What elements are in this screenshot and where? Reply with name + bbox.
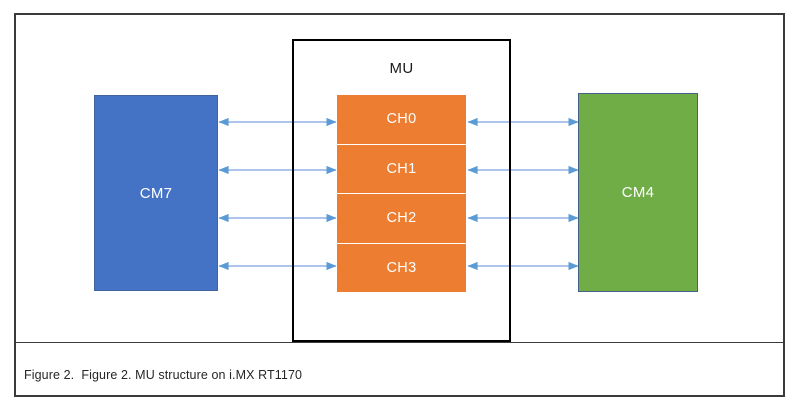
cm4-label: CM4 xyxy=(621,184,655,201)
figure-caption: Figure 2. Figure 2. MU structure on i.MX… xyxy=(24,368,303,382)
channel-label: CH2 xyxy=(386,210,417,227)
mu-channel-stack: CH0 CH1 CH2 CH3 xyxy=(337,95,466,292)
mu-channel-row: CH1 xyxy=(337,144,466,194)
mu-container xyxy=(292,39,511,342)
cm4-block: CM4 xyxy=(578,93,698,292)
channel-label: CH0 xyxy=(386,111,417,128)
cm7-label: CM7 xyxy=(139,184,173,202)
mu-channel-row: CH3 xyxy=(337,243,466,292)
mu-label: MU xyxy=(389,60,414,77)
cm7-block: CM7 xyxy=(94,95,218,291)
caption-divider xyxy=(15,342,783,343)
mu-channel-row: CH0 xyxy=(337,95,466,145)
channel-label: CH3 xyxy=(386,259,417,276)
channel-label: CH1 xyxy=(386,160,417,177)
mu-channel-row: CH2 xyxy=(337,194,466,244)
